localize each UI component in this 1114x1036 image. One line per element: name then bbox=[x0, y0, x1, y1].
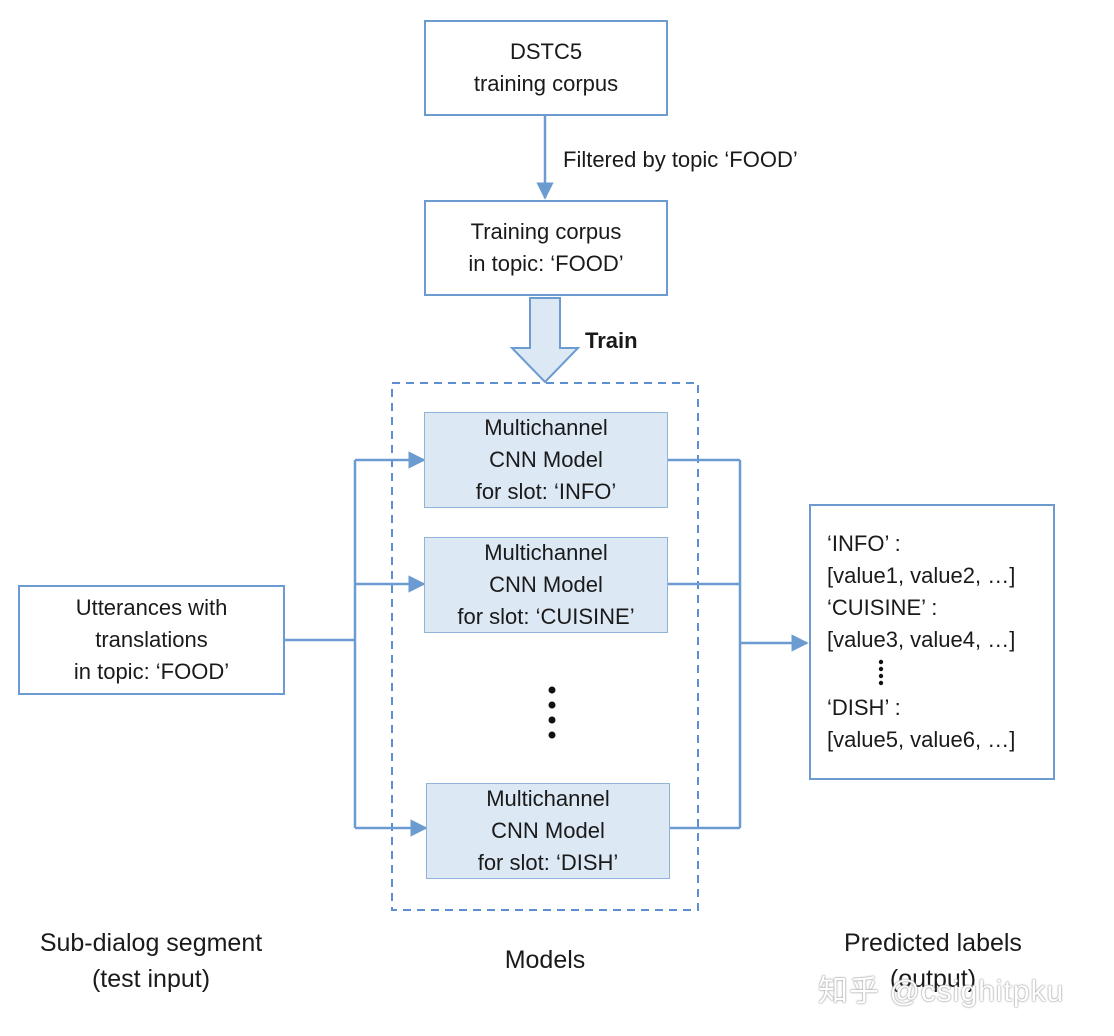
output-vertical-dots bbox=[878, 659, 884, 686]
source-line-1: DSTC5 bbox=[509, 39, 583, 64]
input-line-3: in topic: ‘FOOD’ bbox=[73, 659, 230, 684]
output-line-info: ‘INFO’ : bbox=[827, 531, 901, 556]
input-utterances-box: Utterances with translations in topic: ‘… bbox=[18, 585, 285, 695]
models-container bbox=[391, 382, 699, 911]
caption-input: Sub-dialog segment (test input) bbox=[1, 925, 301, 997]
topic-corpus-line-2: in topic: ‘FOOD’ bbox=[468, 251, 624, 276]
source-line-2: training corpus bbox=[473, 71, 619, 96]
source-corpus-box: DSTC5 training corpus bbox=[424, 20, 668, 116]
model-dish-line-3: for slot: ‘DISH’ bbox=[477, 850, 619, 875]
model-box-cuisine: Multichannel CNN Model for slot: ‘CUISIN… bbox=[424, 537, 668, 633]
topic-corpus-box: Training corpus in topic: ‘FOOD’ bbox=[424, 200, 668, 296]
caption-output-line-2: (output) bbox=[889, 965, 977, 993]
filter-label: Filtered by topic ‘FOOD’ bbox=[563, 147, 798, 172]
input-line-1: Utterances with bbox=[75, 595, 228, 620]
output-dot bbox=[878, 659, 884, 665]
caption-models-line-1: Models bbox=[504, 946, 586, 974]
caption-input-line-1: Sub-dialog segment bbox=[39, 929, 263, 957]
output-dot bbox=[878, 680, 884, 686]
output-labels-box: ‘INFO’ : [value1, value2, …] ‘CUISINE’ :… bbox=[809, 504, 1055, 780]
output-line-cuisine: ‘CUISINE’ : bbox=[827, 595, 938, 620]
model-info-line-3: for slot: ‘INFO’ bbox=[475, 479, 617, 504]
watermark: 知乎 @csighitpku bbox=[818, 975, 1065, 1008]
output-dot bbox=[878, 673, 884, 679]
output-line-dish-values: [value5, value6, …] bbox=[827, 727, 1016, 752]
model-cuisine-line-1: Multichannel bbox=[484, 540, 608, 565]
caption-models: Models bbox=[395, 942, 695, 978]
train-arrow bbox=[509, 297, 581, 384]
ellipsis-dot bbox=[548, 731, 556, 739]
ellipsis-dot bbox=[548, 716, 556, 724]
caption-input-line-2: (test input) bbox=[91, 965, 211, 993]
model-box-info: Multichannel CNN Model for slot: ‘INFO’ bbox=[424, 412, 668, 508]
ellipsis-dot bbox=[548, 701, 556, 709]
output-dot bbox=[878, 666, 884, 672]
model-box-dish: Multichannel CNN Model for slot: ‘DISH’ bbox=[426, 783, 670, 879]
model-info-line-1: Multichannel bbox=[484, 415, 608, 440]
input-line-2: translations bbox=[95, 627, 208, 652]
output-connector bbox=[668, 458, 742, 830]
output-line-info-values: [value1, value2, …] bbox=[827, 563, 1016, 588]
model-dish-line-2: CNN Model bbox=[491, 818, 605, 843]
ellipsis-dots bbox=[548, 686, 556, 739]
model-dish-line-1: Multichannel bbox=[486, 786, 610, 811]
model-info-line-2: CNN Model bbox=[489, 447, 603, 472]
model-cuisine-line-2: CNN Model bbox=[489, 572, 603, 597]
train-label: Train bbox=[585, 328, 638, 353]
caption-output: Predicted labels (output) bbox=[783, 925, 1083, 997]
input-connector bbox=[285, 460, 357, 828]
model-cuisine-line-3: for slot: ‘CUISINE’ bbox=[457, 604, 635, 629]
caption-output-line-1: Predicted labels bbox=[844, 929, 1022, 957]
output-line-cuisine-values: [value3, value4, …] bbox=[827, 627, 1016, 652]
topic-corpus-line-1: Training corpus bbox=[470, 219, 622, 244]
ellipsis-dot bbox=[548, 686, 556, 694]
output-line-dish: ‘DISH’ : bbox=[827, 695, 901, 720]
